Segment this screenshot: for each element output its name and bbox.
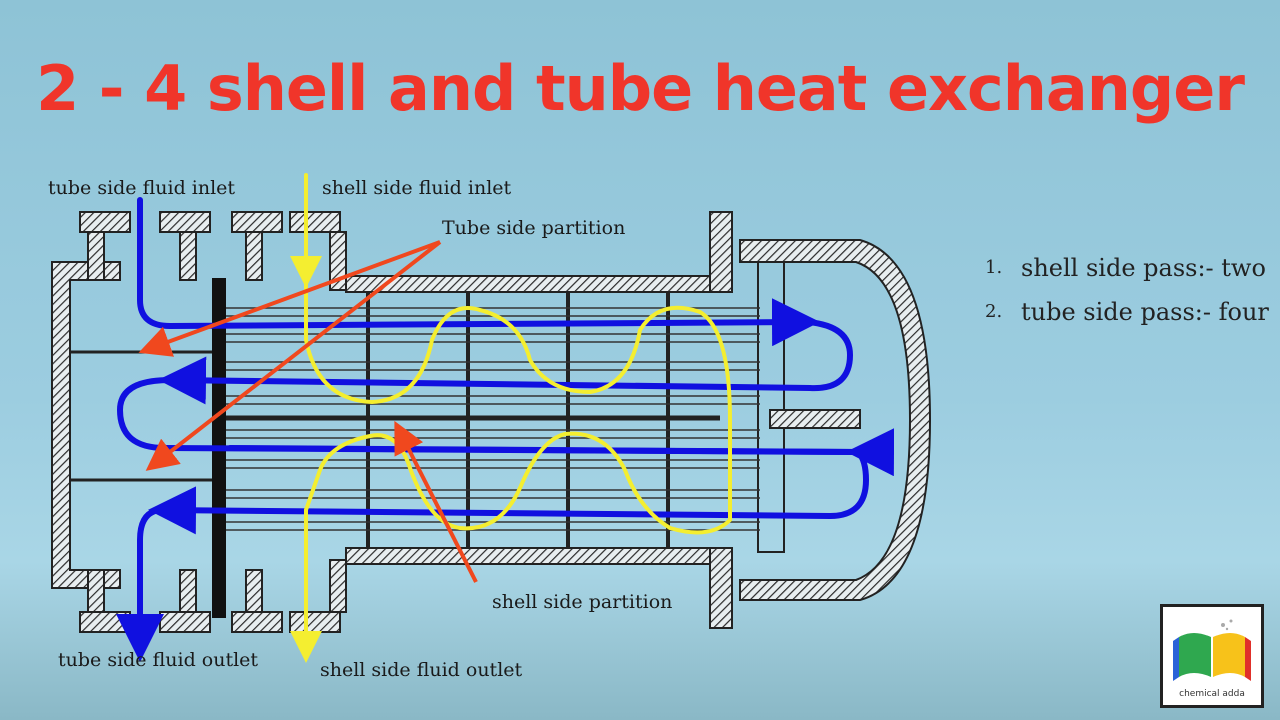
page-title: 2 - 4 shell and tube heat exchanger	[36, 52, 1245, 125]
book-icon	[1173, 619, 1251, 681]
pass-text: shell side pass:- two	[1021, 254, 1266, 282]
pass-text: tube side pass:- four	[1021, 298, 1269, 326]
label-shell-outlet: shell side fluid outlet	[320, 659, 523, 681]
exchanger-body	[51, 211, 932, 633]
shell-partition-arrow	[394, 420, 478, 583]
label-tube-partition: Tube side partition	[442, 217, 625, 239]
tube-partition-arrow-lower	[145, 240, 442, 471]
label-tube-inlet: tube side fluid inlet	[48, 177, 235, 199]
shell-pass-1	[304, 278, 732, 535]
label-tube-outlet: tube side fluid outlet	[58, 649, 258, 671]
tube-pass-return-1	[158, 319, 853, 405]
pass-list: 1. shell side pass:- two 2. tube side pa…	[985, 252, 1275, 340]
logo-text: chemical adda	[1179, 689, 1245, 699]
shell-side-flow	[290, 173, 732, 663]
tube-outlet-flow	[116, 507, 164, 662]
pass-item-shell: 1. shell side pass:- two	[985, 252, 1275, 284]
shell-top-wall	[345, 275, 717, 293]
tube-inlet-flow	[137, 197, 820, 347]
floating-head-cover	[739, 239, 932, 601]
pass-number: 2.	[985, 301, 1003, 322]
tube-inlet-flange	[79, 211, 131, 233]
tube-partition-arrow-upper	[138, 240, 441, 357]
label-shell-inlet: shell side fluid inlet	[322, 177, 512, 199]
channel-head	[51, 261, 121, 589]
label-shell-partition: shell side partition	[492, 591, 672, 613]
pass-number: 1.	[985, 257, 1003, 278]
shell-outlet-flange	[329, 559, 347, 613]
partition-pointers	[138, 240, 478, 583]
chemical-adda-logo: chemical adda	[1160, 604, 1264, 708]
tube-pass-return-2	[148, 486, 833, 535]
tube-outlet-flange	[87, 569, 105, 613]
pass-item-tube: 2. tube side pass:- four	[985, 296, 1275, 328]
floating-head-bolt	[769, 409, 861, 429]
shell-bottom-wall	[345, 547, 717, 565]
shell-inlet-flange	[289, 211, 341, 233]
